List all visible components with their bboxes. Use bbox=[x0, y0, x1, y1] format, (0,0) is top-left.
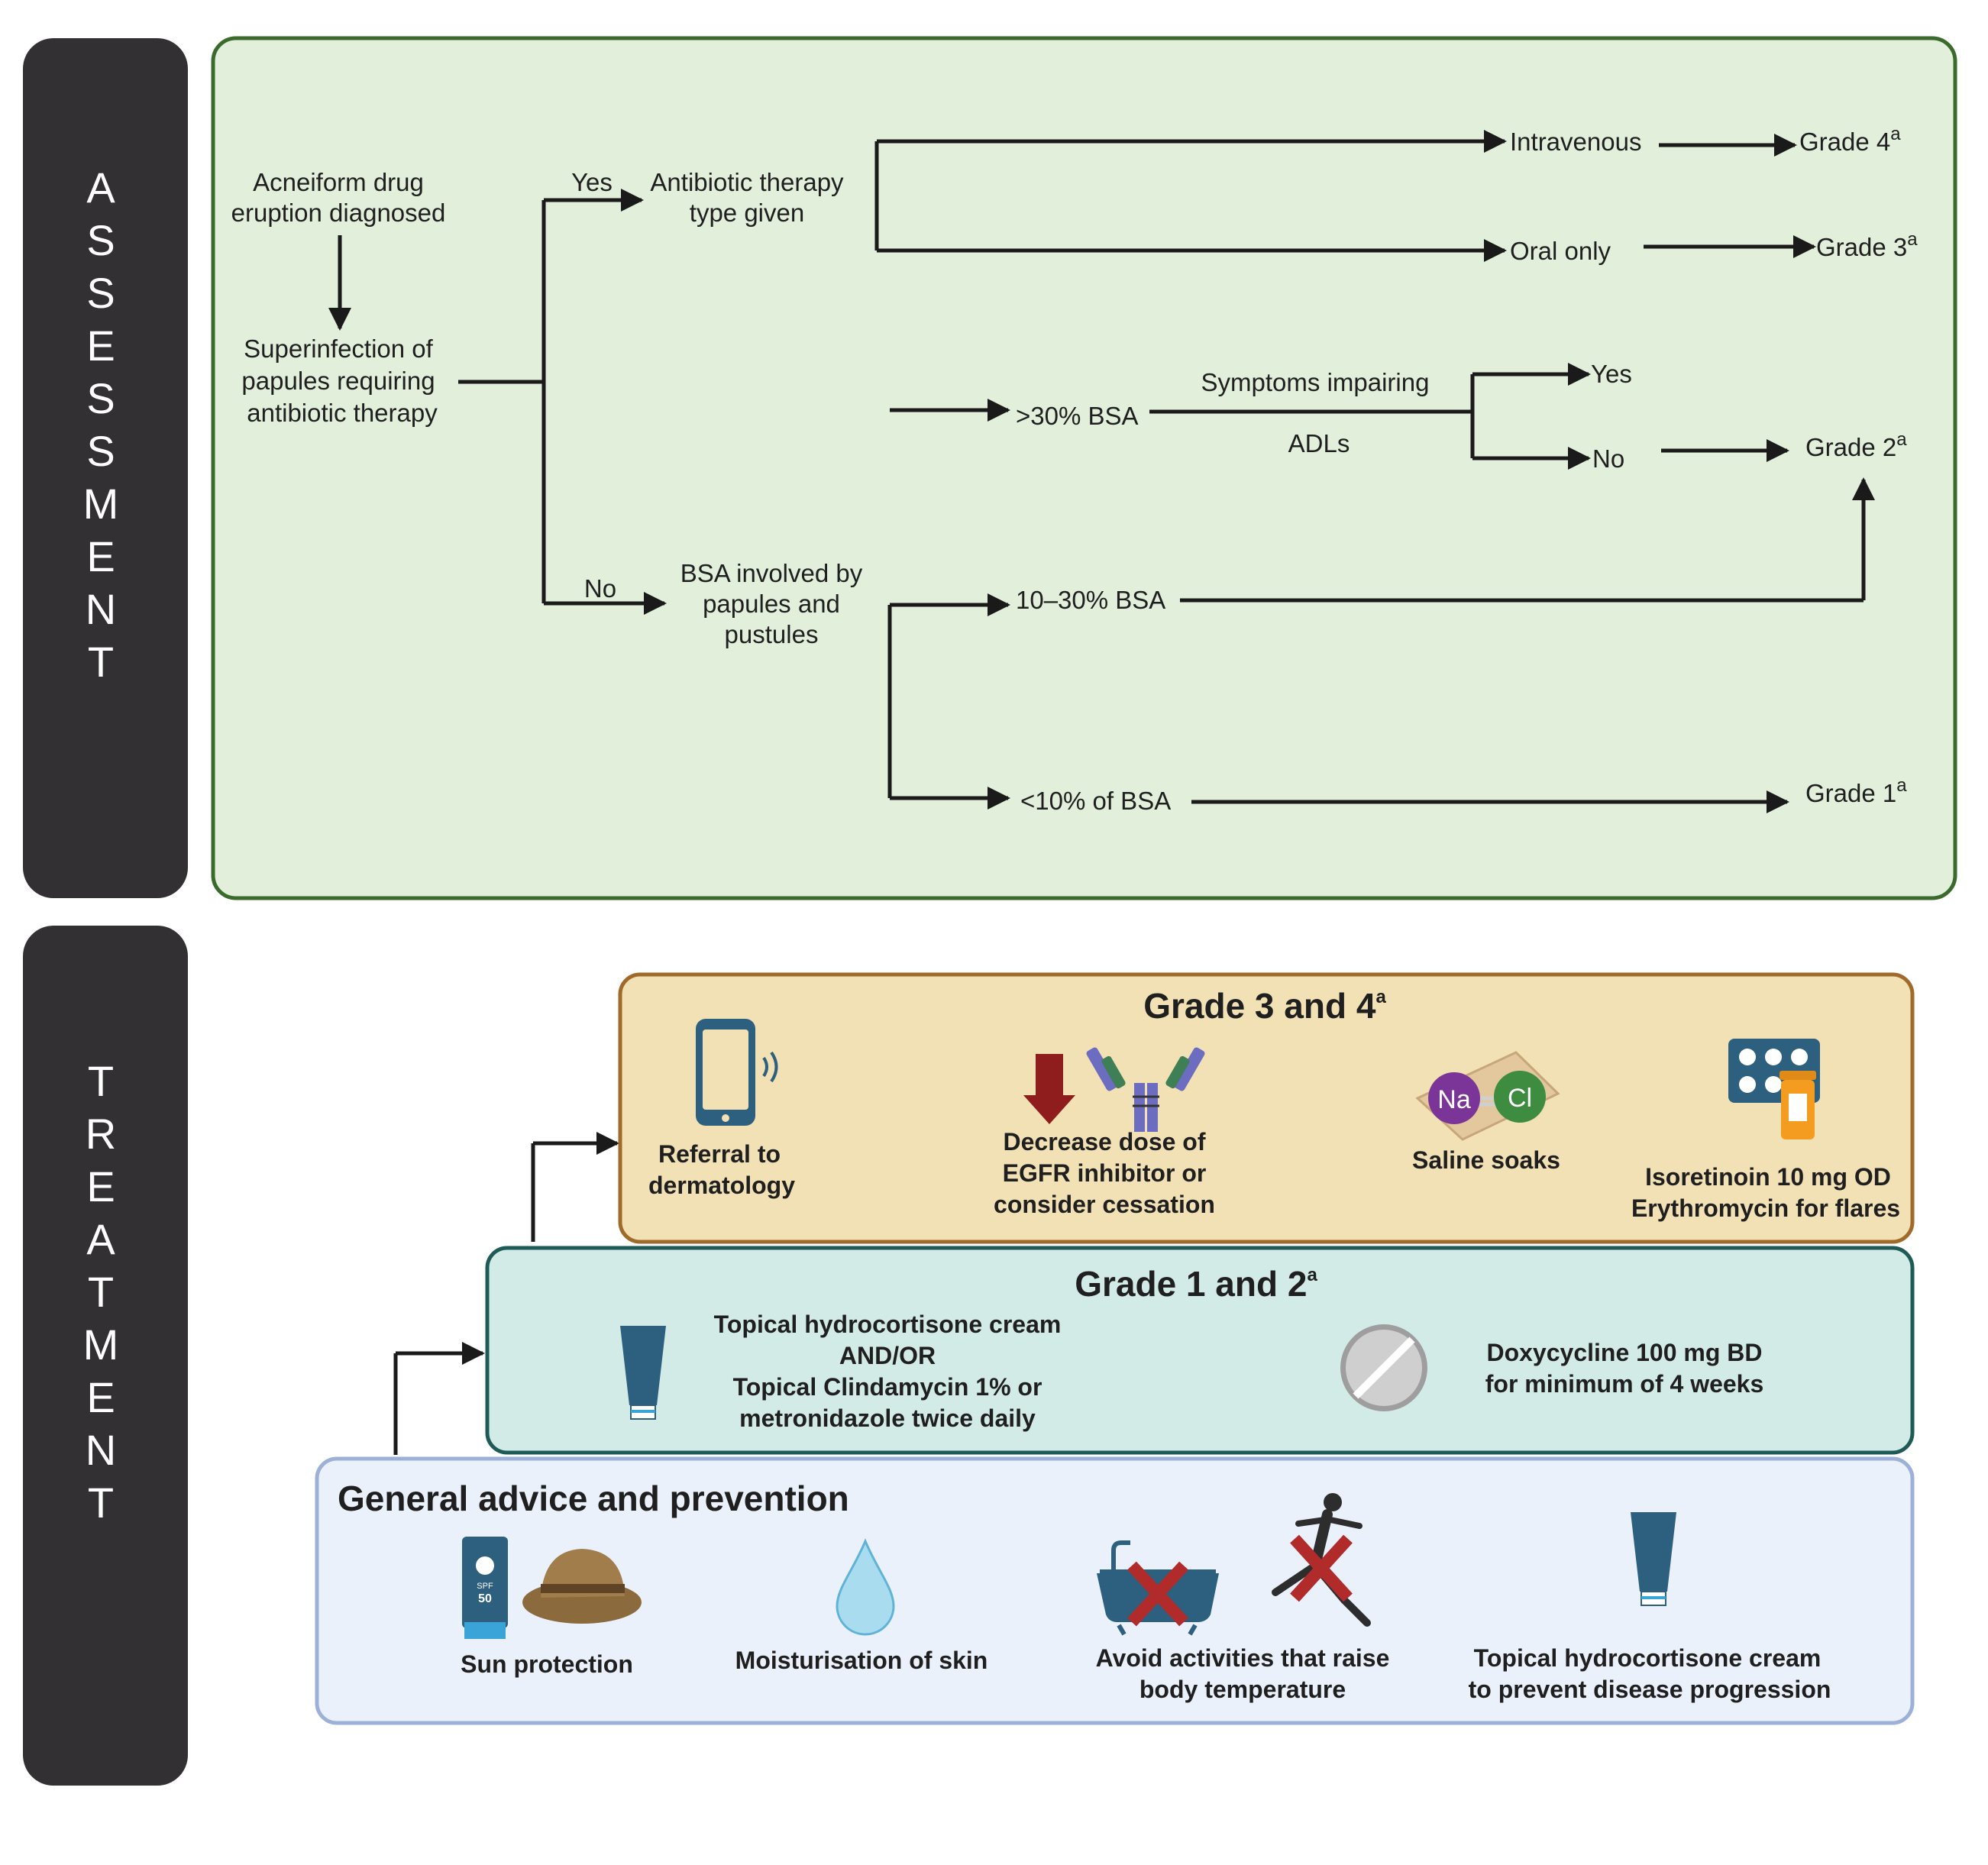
saline-soaks-label: Saline soaks bbox=[1412, 1146, 1560, 1174]
node-bsa-line2: papules and bbox=[703, 590, 840, 618]
sidebar-letter: E bbox=[86, 532, 115, 580]
phone-icon bbox=[696, 1019, 778, 1126]
node-lt10: <10% of BSA bbox=[1020, 787, 1171, 815]
sidebar-letter: M bbox=[83, 480, 119, 528]
avoid-activities-line2: body temperature bbox=[1139, 1676, 1346, 1703]
antibody-icon bbox=[1086, 1047, 1205, 1132]
assessment-panel bbox=[211, 36, 1957, 900]
spf-value: 50 bbox=[478, 1592, 492, 1605]
sidebar-letter: S bbox=[86, 269, 115, 317]
sun-protection-label: Sun protection bbox=[461, 1650, 633, 1678]
edge-yes: Yes bbox=[571, 168, 613, 196]
sidebar-letter: A bbox=[86, 163, 115, 212]
sidebar-letter: T bbox=[88, 1268, 114, 1316]
assessment-sidebar bbox=[23, 38, 188, 898]
assessment-flowchart-lines bbox=[328, 130, 1875, 813]
avoid-activities-line1: Avoid activities that raise bbox=[1096, 1644, 1390, 1672]
sidebar-letter: T bbox=[88, 1057, 114, 1105]
bath-cross-icon bbox=[1127, 1561, 1188, 1627]
treatment-sidebar bbox=[23, 926, 188, 1786]
general-title: General advice and prevention bbox=[338, 1479, 849, 1518]
treatment-connectors bbox=[393, 1132, 619, 1455]
grade12-panel bbox=[485, 1246, 1915, 1455]
node-grade4: Grade 4a bbox=[1799, 124, 1901, 156]
grade34-panel bbox=[618, 972, 1915, 1244]
sunscreen-icon: SPF 50 bbox=[462, 1537, 508, 1639]
sidebar-letter: S bbox=[86, 374, 115, 422]
node-yes2: Yes bbox=[1591, 360, 1632, 388]
node-superinfection-line1: Superinfection of bbox=[244, 335, 433, 363]
node-gt30: >30% BSA bbox=[1016, 402, 1139, 430]
grade12-right-line2: for minimum of 4 weeks bbox=[1485, 1370, 1764, 1398]
grade12-right-line1: Doxycycline 100 mg BD bbox=[1486, 1339, 1762, 1366]
isotretinoin-line1: Isoretinoin 10 mg OD bbox=[1645, 1163, 1891, 1191]
edge-no: No bbox=[584, 574, 616, 603]
node-acneiform-line1: Acneiform drug bbox=[253, 168, 424, 196]
sidebar-letter: E bbox=[86, 322, 115, 370]
sidebar-letter: E bbox=[86, 1162, 115, 1210]
running-cross-icon bbox=[1290, 1534, 1353, 1602]
grade34-title: Grade 3 and 4a bbox=[1143, 986, 1386, 1026]
water-drop-icon bbox=[836, 1538, 895, 1636]
node-superinfection-line2: papules requiring bbox=[241, 367, 435, 395]
decrease-arrow-icon bbox=[1023, 1054, 1075, 1124]
sidebar-letter: N bbox=[86, 585, 116, 633]
hat-icon bbox=[522, 1549, 642, 1624]
node-antibiotic-line1: Antibiotic therapy bbox=[650, 168, 844, 196]
sidebar-letter: M bbox=[83, 1320, 119, 1369]
referral-line1: Referral to bbox=[658, 1140, 781, 1168]
cream-tube-icon-general bbox=[1631, 1512, 1676, 1606]
node-acneiform-line2: eruption diagnosed bbox=[231, 199, 446, 227]
saline-icon: Na Cl bbox=[1415, 1051, 1560, 1141]
tablet-icon bbox=[1340, 1324, 1427, 1411]
sidebar-letter: N bbox=[86, 1426, 116, 1474]
node-bsa-line1: BSA involved by bbox=[680, 559, 863, 587]
grade12-left-line4: metronidazole twice daily bbox=[739, 1404, 1036, 1432]
node-grade1: Grade 1a bbox=[1805, 775, 1907, 807]
assessment-flowchart-text: Acneiform drug eruption diagnosed Superi… bbox=[231, 124, 1919, 815]
sodium-label: Na bbox=[1437, 1085, 1471, 1114]
node-symptoms: Symptoms impairing bbox=[1201, 368, 1430, 396]
spf-label: SPF bbox=[477, 1582, 493, 1591]
node-antibiotic-line2: type given bbox=[690, 199, 804, 227]
node-bsa-line3: pustules bbox=[725, 620, 819, 648]
node-grade3: Grade 3a bbox=[1816, 229, 1918, 261]
isotretinoin-line2: Erythromycin for flares bbox=[1631, 1194, 1900, 1222]
hydrocortisone-prevent-line1: Topical hydrocortisone cream bbox=[1474, 1644, 1822, 1672]
node-adls: ADLs bbox=[1288, 429, 1350, 457]
decrease-dose-line1: Decrease dose of bbox=[1003, 1128, 1205, 1156]
sidebar-letter: R bbox=[86, 1110, 116, 1158]
node-no2: No bbox=[1592, 444, 1624, 473]
sidebar-letter: S bbox=[86, 216, 115, 264]
node-oral-only: Oral only bbox=[1510, 237, 1611, 265]
node-grade2: Grade 2a bbox=[1805, 429, 1907, 461]
node-superinfection-line3: antibiotic therapy bbox=[247, 399, 438, 427]
node-intravenous: Intravenous bbox=[1510, 128, 1641, 156]
sidebar-letter: T bbox=[88, 1479, 114, 1527]
node-mid: 10–30% BSA bbox=[1016, 586, 1165, 614]
chloride-label: Cl bbox=[1508, 1084, 1532, 1113]
cream-tube-icon bbox=[620, 1326, 666, 1420]
sidebar-letter: A bbox=[86, 1215, 115, 1263]
referral-line2: dermatology bbox=[648, 1172, 795, 1199]
grade12-left-line3: Topical Clindamycin 1% or bbox=[733, 1373, 1042, 1401]
sidebar-letter: T bbox=[88, 638, 114, 686]
decrease-dose-line3: consider cessation bbox=[994, 1191, 1215, 1218]
hydrocortisone-prevent-line2: to prevent disease progression bbox=[1469, 1676, 1831, 1703]
pill-bottle-icon bbox=[1728, 1039, 1820, 1139]
sidebar-letter: E bbox=[86, 1373, 115, 1421]
moisturisation-label: Moisturisation of skin bbox=[735, 1647, 988, 1674]
sidebar-letter: S bbox=[86, 427, 115, 475]
grade12-left-line1: Topical hydrocortisone cream bbox=[714, 1311, 1062, 1338]
grade12-title: Grade 1 and 2a bbox=[1075, 1264, 1317, 1304]
grade12-left-line2: AND/OR bbox=[839, 1342, 936, 1369]
decrease-dose-line2: EGFR inhibitor or bbox=[1003, 1159, 1207, 1187]
